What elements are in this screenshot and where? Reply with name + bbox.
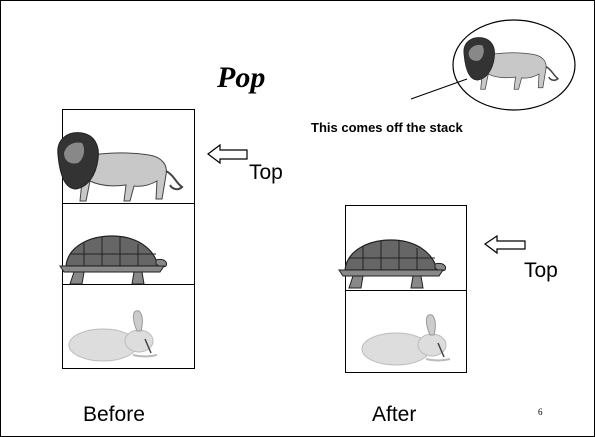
after-top-arrow (485, 236, 525, 253)
after-top-label: Top (524, 259, 558, 283)
lion-icon (54, 129, 186, 209)
lion-icon (461, 33, 561, 97)
turtle-icon (56, 232, 168, 290)
page-number: 6 (538, 407, 543, 417)
pointer-line (411, 79, 467, 99)
before-top-arrow (208, 145, 247, 163)
turtle-icon (335, 236, 447, 294)
rabbit-icon (354, 313, 466, 369)
before-label: Before (83, 403, 145, 427)
rabbit-icon (61, 309, 173, 365)
before-top-label: Top (249, 161, 283, 185)
after-label: After (372, 403, 416, 427)
